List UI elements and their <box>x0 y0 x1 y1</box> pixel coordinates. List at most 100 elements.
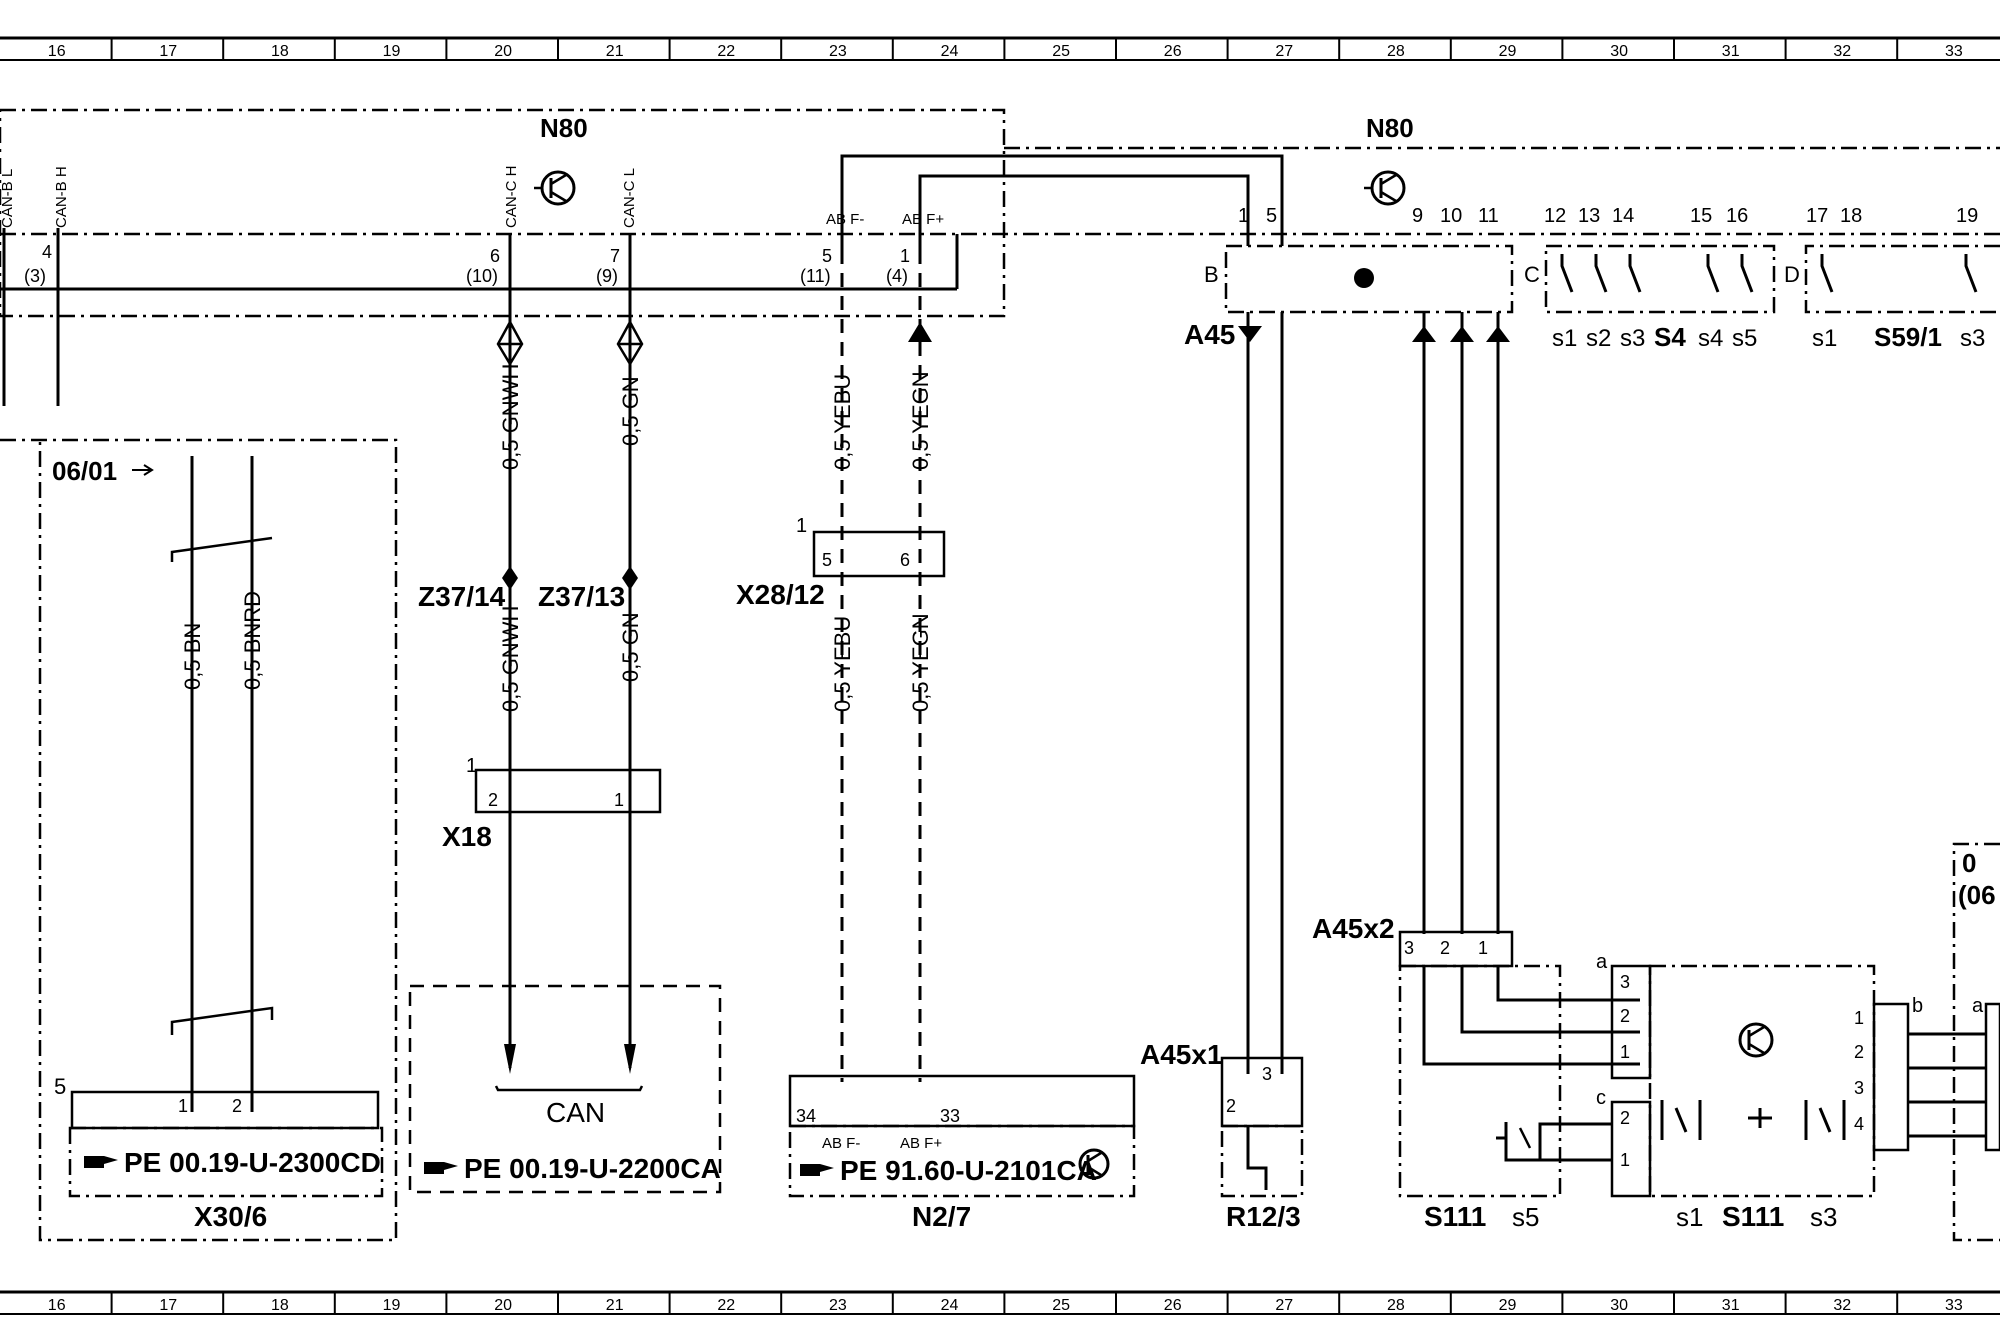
wire-label-gnwh-1: 0,5 GNWH <box>498 364 523 470</box>
n80-right-label: N80 <box>1366 113 1414 143</box>
s111-s5: s5 <box>1512 1202 1539 1232</box>
grid-column-label: 22 <box>717 43 735 60</box>
transistor-icon <box>1078 1148 1110 1180</box>
component-z37-14: Z37/14 <box>418 581 506 612</box>
grid-column-label: 27 <box>1275 43 1293 60</box>
component-s111-left: S111 <box>1424 1201 1486 1232</box>
grid-column-label: 20 <box>494 1297 512 1314</box>
switch-contacts-s111 <box>1660 1100 1846 1140</box>
s4-s3: s3 <box>1620 325 1645 352</box>
grid-column-label: 17 <box>159 1297 177 1314</box>
s111-s1: s1 <box>1676 1202 1703 1232</box>
s111-s3: s3 <box>1810 1202 1837 1232</box>
twist-marker-gnwh <box>496 319 524 367</box>
grid-column-label: 30 <box>1610 43 1628 60</box>
pin-s111-c1: 1 <box>1620 1150 1630 1170</box>
wire-label-yegn-1: 0,5 YEGN <box>908 371 933 470</box>
s4-s4: s4 <box>1698 325 1723 352</box>
grid-column-label: 25 <box>1052 43 1070 60</box>
pin-n27-33: 33 <box>940 1106 960 1126</box>
pin-bus-11: 11 <box>1478 205 1499 227</box>
pin-a45x1-3: 3 <box>1262 1064 1272 1084</box>
grid-column-label: 32 <box>1833 43 1851 60</box>
wire-label-gn-1: 0,5 GN <box>618 376 643 446</box>
grid-column-label: 21 <box>606 43 624 60</box>
component-can: CAN <box>546 1097 605 1128</box>
pin-a45x2-3: 3 <box>1404 938 1414 958</box>
n27-ab-f-plus: AB F+ <box>900 1135 942 1152</box>
pin-n80-9: (9) <box>596 266 618 286</box>
pin-s111-1: 1 <box>1620 1042 1630 1062</box>
grid-column-label: 19 <box>383 1297 401 1314</box>
pin-bus-18: 18 <box>1840 205 1862 227</box>
pin-bus-12: 12 <box>1544 205 1566 227</box>
signal-can-b-h: CAN-B H <box>53 166 70 228</box>
pin-bus-14: 14 <box>1612 205 1634 227</box>
wire-label-yebu-1: 0,5 YEBU <box>830 374 855 470</box>
grid-column-label: 25 <box>1052 1297 1070 1314</box>
grid-column-label: 22 <box>717 1297 735 1314</box>
pin-x18-1a: 1 <box>466 755 477 777</box>
pin-n80-4: 4 <box>42 242 52 262</box>
grid-column-label: 24 <box>941 1297 959 1314</box>
page-ref-06-01: 06/01 <box>52 456 117 486</box>
grid-column-label: 21 <box>606 1297 624 1314</box>
grid-column-label: 16 <box>48 1297 66 1314</box>
pin-s111-2: 2 <box>1620 1006 1630 1026</box>
pin-x18-2: 2 <box>488 790 498 810</box>
grid-column-label: 30 <box>1610 1297 1628 1314</box>
pin-n27-34: 34 <box>796 1106 816 1126</box>
grid-column-label: 16 <box>48 43 66 60</box>
grid-column-label: 28 <box>1387 43 1405 60</box>
pin-x28-6: 6 <box>900 550 910 570</box>
pin-bus-17: 17 <box>1806 205 1828 227</box>
pin-s111-c: c <box>1596 1087 1606 1109</box>
grid-column-label: 28 <box>1387 1297 1405 1314</box>
grid-column-label: 17 <box>159 43 177 60</box>
component-s111-right: S111 <box>1722 1201 1784 1232</box>
grid-column-label: 27 <box>1275 1297 1293 1314</box>
n80-left-box <box>0 108 1006 318</box>
signal-can-c-l: CAN-C L <box>621 168 638 228</box>
switch-contacts-s111-s5 <box>1496 1122 1560 1162</box>
component-x28-12: X28/12 <box>736 579 825 610</box>
grid-column-label: 32 <box>1833 1297 1851 1314</box>
page-ref-right-2: (06 <box>1958 880 1996 910</box>
n80-left-label: N80 <box>540 113 588 143</box>
pin-x28-1: 1 <box>796 515 807 537</box>
component-n2-7: N2/7 <box>912 1201 971 1232</box>
grid-column-label: 24 <box>941 43 959 60</box>
grid-column-label: 31 <box>1722 1297 1740 1314</box>
pin-bus-9: 9 <box>1412 205 1423 227</box>
signal-ab-f-minus: AB F- <box>826 211 864 228</box>
grid-column-label: 29 <box>1499 1297 1517 1314</box>
pin-n80-11: (11) <box>800 266 831 286</box>
component-s4: S4 <box>1654 322 1686 352</box>
component-z37-13: Z37/13 <box>538 581 625 612</box>
pin-x30-1: 1 <box>178 1096 188 1116</box>
ref-can: PE 00.19-U-2200CA <box>464 1153 721 1184</box>
pin-n80-10: (10) <box>466 266 498 286</box>
component-a45: A45 <box>1184 319 1235 350</box>
wire-label-bn: 0,5 BN <box>180 623 205 690</box>
reference-hand-icon <box>84 1156 118 1168</box>
s59-s1: s1 <box>1812 325 1837 352</box>
pin-n80-5: 5 <box>822 246 832 266</box>
signal-can-c-h: CAN-C H <box>503 166 520 229</box>
grid-column-label: 18 <box>271 43 289 60</box>
component-s59-1: S59/1 <box>1874 322 1942 352</box>
grid-column-label: 33 <box>1945 43 1963 60</box>
pin-bus-1: 1 <box>1238 205 1249 227</box>
pin-r-3: 3 <box>1854 1078 1864 1098</box>
pin-a45x2-1: 1 <box>1478 938 1488 958</box>
pin-x18-1: 1 <box>614 790 624 810</box>
pin-s111-a: a <box>1596 951 1608 973</box>
pin-s111-c2: 2 <box>1620 1108 1630 1128</box>
transistor-icon <box>1738 1022 1774 1058</box>
wire-label-yegn-2: 0,5 YEGN <box>908 613 933 712</box>
pin-r-4: 4 <box>1854 1114 1864 1134</box>
page-ref-right: 0 <box>1962 848 1976 878</box>
pin-a45x2-2: 2 <box>1440 938 1450 958</box>
